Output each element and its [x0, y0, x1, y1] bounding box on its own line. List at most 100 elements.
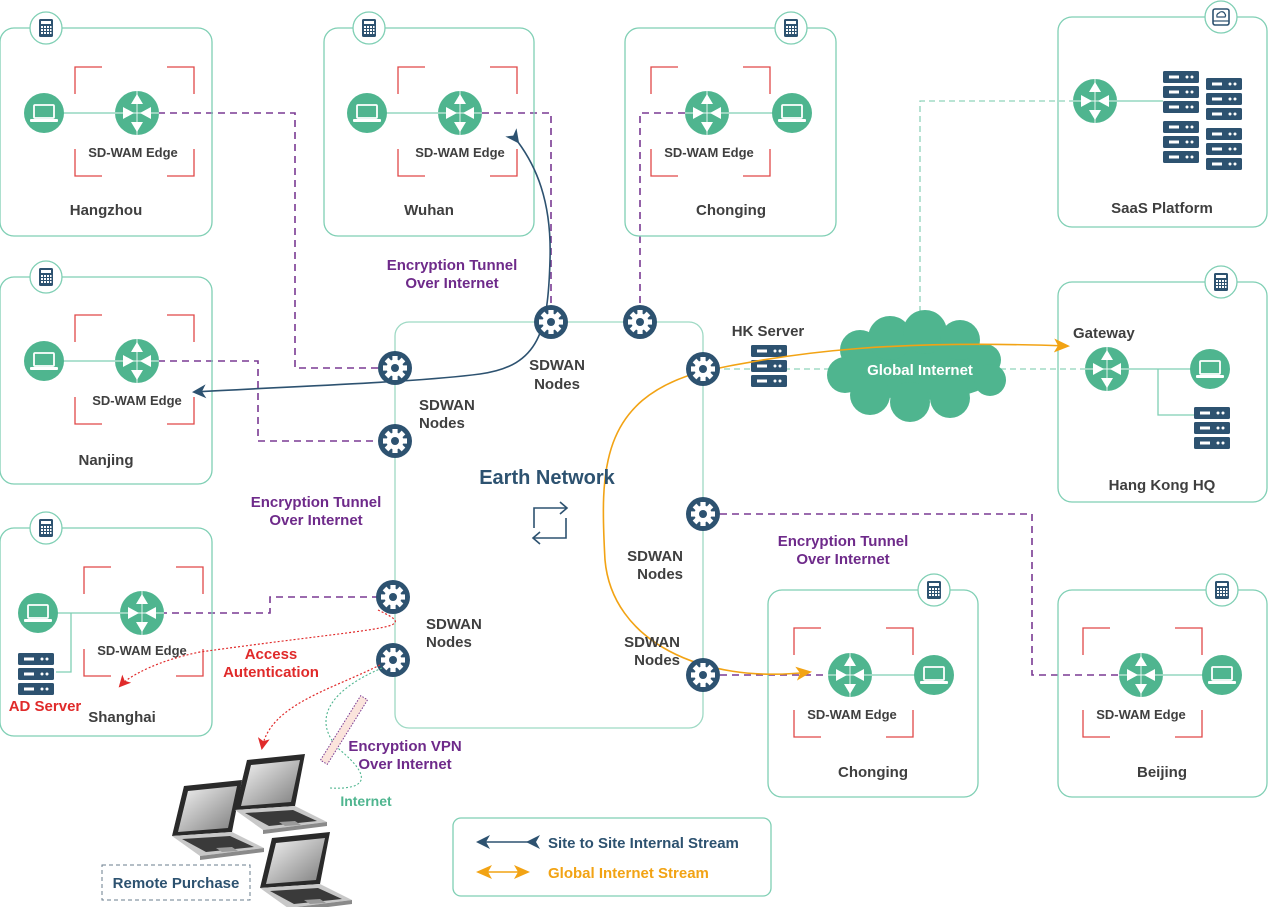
- calculator-icon: [29, 511, 63, 545]
- site-title: Chonging: [696, 202, 766, 219]
- sdwan-label-line2: Nodes: [634, 652, 680, 669]
- edge-label: SD-WAM Edge: [88, 145, 178, 160]
- tunnel-hangzhou: [158, 112, 378, 369]
- hk-server: HK Server: [732, 323, 805, 387]
- site-title: Hangzhou: [70, 202, 143, 219]
- calculator-icon: [917, 573, 951, 607]
- site-saas: SaaS Platform: [1057, 0, 1268, 228]
- edge-label: SD-WAM Edge: [92, 393, 182, 408]
- laptop-icon: [346, 92, 388, 134]
- site-chonging-top: SD-WAM Edge Chonging: [624, 11, 837, 237]
- vpn-tunnel-bar: [319, 694, 369, 766]
- laptop-icon: [771, 92, 813, 134]
- cloud-drive-icon: [1204, 0, 1238, 34]
- legend-item-label: Site to Site Internal Stream: [548, 835, 739, 852]
- sdwan-node-gear-icon: [378, 424, 412, 458]
- sdwan-node-gear-icon: [686, 352, 720, 386]
- laptop-icon: [1201, 654, 1243, 696]
- tunnel-chonging-top: [639, 112, 685, 305]
- edge-label: SD-WAM Edge: [664, 145, 754, 160]
- laptop-icon: [913, 654, 955, 696]
- calculator-icon: [352, 11, 386, 45]
- vpn-label: Encryption VPN: [348, 738, 461, 755]
- site-title: SaaS Platform: [1111, 200, 1213, 217]
- internet-links: [724, 100, 1085, 370]
- remote-laptop-icon: [235, 754, 327, 834]
- laptop-icon: [23, 92, 65, 134]
- sdwan-label-line1: SDWAN: [529, 357, 585, 374]
- calculator-icon: [1205, 573, 1239, 607]
- access-label: Access: [245, 646, 298, 663]
- sdwan-labels: SDWAN Nodes SDWAN Nodes SDWAN Nodes SDWA…: [419, 357, 683, 669]
- calculator-icon: [29, 260, 63, 294]
- laptop-icon: [23, 340, 65, 382]
- server-icon: [1194, 407, 1230, 449]
- tunnel-label: Encryption Tunnel: [387, 257, 518, 274]
- router-icon: [119, 590, 165, 636]
- encryption-tunnels: [158, 112, 1120, 676]
- global-internet-cloud: Global Internet: [827, 310, 1006, 422]
- edge-label: SD-WAM Edge: [1096, 707, 1186, 722]
- gateway-label: Gateway: [1073, 325, 1135, 342]
- site-beijing: SD-WAM Edge Beijing: [1057, 573, 1268, 798]
- laptop-icon: [1189, 348, 1231, 390]
- sdwan-node-gear-icon: [376, 580, 410, 614]
- tunnel-label: Over Internet: [796, 551, 889, 568]
- calculator-icon: [1204, 265, 1238, 299]
- router-icon: [827, 652, 873, 698]
- site-nanjing: SD-WAM Edge Nanjing: [0, 260, 213, 485]
- server-rack-icon: [1163, 121, 1199, 163]
- ad-server-label: AD Server: [9, 698, 82, 715]
- site-to-site-stream: [192, 128, 551, 399]
- internet-path: [325, 667, 383, 789]
- tunnel-wuhan: [482, 112, 552, 305]
- site-title: Hang Kong HQ: [1109, 477, 1216, 494]
- ad-server-icon: [18, 653, 54, 695]
- site-title: Beijing: [1137, 764, 1187, 781]
- site-title: Shanghai: [88, 709, 156, 726]
- internet-label: Internet: [340, 793, 392, 809]
- router-icon: [437, 90, 483, 136]
- router-icon: [114, 90, 160, 136]
- sdwan-label-line2: Nodes: [637, 566, 683, 583]
- sdwan-label-line2: Nodes: [419, 415, 465, 432]
- sdwan-node-gear-icon: [686, 497, 720, 531]
- calculator-icon: [29, 11, 63, 45]
- sdwan-label-line1: SDWAN: [419, 397, 475, 414]
- server-rack-icon: [1206, 78, 1242, 120]
- site-hk-hq: Gateway Hang Kong HQ: [1057, 265, 1268, 503]
- gateway-router-icon: [1084, 346, 1130, 392]
- tunnel-label: Encryption Tunnel: [251, 494, 382, 511]
- legend-item-label: Global Internet Stream: [548, 865, 709, 882]
- site-wuhan: SD-WAM Edge Wuhan: [323, 11, 535, 237]
- router-icon: [1072, 78, 1118, 124]
- edge-label: SD-WAM Edge: [415, 145, 505, 160]
- edge-label: SD-WAM Edge: [97, 643, 187, 658]
- router-icon: [114, 338, 160, 384]
- site-title: Chonging: [838, 764, 908, 781]
- vpn-label: Over Internet: [358, 756, 451, 773]
- calculator-icon: [774, 11, 808, 45]
- site-shanghai: SD-WAM Edge AD Server Shanghai: [0, 511, 213, 737]
- access-label: Autentication: [223, 664, 319, 681]
- tunnel-label: Encryption Tunnel: [778, 533, 909, 550]
- tunnel-beijing: [720, 513, 1120, 676]
- swap-arrows-icon: [531, 501, 569, 545]
- tunnel-label: Over Internet: [405, 275, 498, 292]
- sdwan-node-gear-icon: [686, 658, 720, 692]
- site-hangzhou: SD-WAM Edge Hangzhou: [0, 11, 213, 237]
- edge-label: SD-WAM Edge: [807, 707, 897, 722]
- router-icon: [684, 90, 730, 136]
- tunnel-label: Over Internet: [269, 512, 362, 529]
- tunnel-shanghai: [160, 596, 378, 614]
- sdwan-node-gear-icon: [378, 351, 412, 385]
- earth-network-title: Earth Network: [479, 467, 615, 489]
- link-cloud-saas: [919, 100, 1073, 322]
- hk-server-label: HK Server: [732, 323, 805, 340]
- access-auth-path: [118, 609, 396, 688]
- sdwan-node-gear-icon: [534, 305, 568, 339]
- cloud-label: Global Internet: [867, 362, 973, 379]
- sdwan-label-line1: SDWAN: [627, 548, 683, 565]
- legend: Site to Site Internal Stream Global Inte…: [452, 817, 772, 897]
